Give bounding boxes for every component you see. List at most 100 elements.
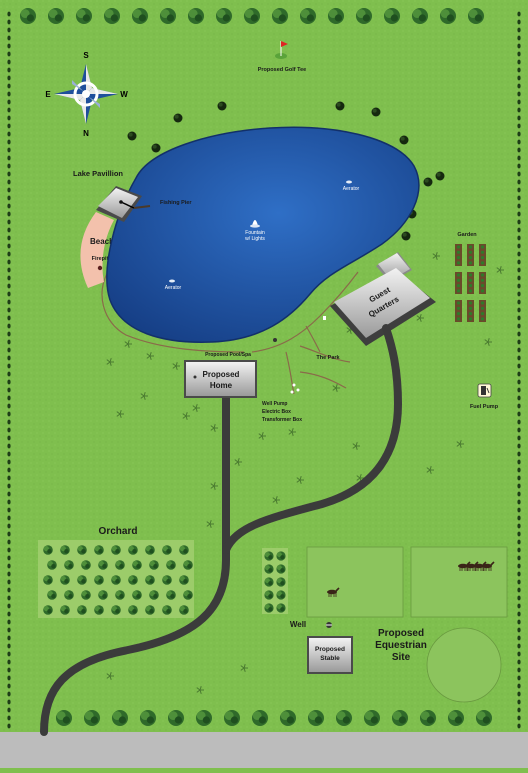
main-driveway[interactable] bbox=[40, 388, 230, 736]
orchard-tree bbox=[179, 605, 189, 615]
garden-beds[interactable] bbox=[455, 244, 486, 322]
fence-dot bbox=[7, 547, 11, 553]
aerator-top-label: Aerator bbox=[343, 186, 360, 192]
bottom-row-shrub bbox=[140, 710, 156, 726]
fountain-icon[interactable] bbox=[250, 220, 260, 228]
fence-dot bbox=[517, 595, 521, 601]
fountain-label-line1: Fountain bbox=[245, 230, 265, 236]
fence-dot bbox=[517, 107, 521, 113]
equestrian-arena[interactable] bbox=[426, 627, 502, 703]
fence-dot bbox=[7, 579, 11, 585]
fence-dot bbox=[517, 523, 521, 529]
lake[interactable] bbox=[106, 126, 420, 343]
fence-dot bbox=[7, 51, 11, 57]
orchard-tree bbox=[128, 575, 138, 585]
fence-dot bbox=[517, 99, 521, 105]
top-row-shrub bbox=[440, 8, 456, 24]
fence-dot bbox=[517, 387, 521, 393]
grove-tree bbox=[276, 577, 286, 587]
fence-dot bbox=[7, 275, 11, 281]
grass-field bbox=[0, 0, 528, 732]
fence-dot bbox=[517, 163, 521, 169]
fence-dot bbox=[7, 419, 11, 425]
orchard-tree bbox=[132, 590, 142, 600]
top-row-shrub bbox=[300, 8, 316, 24]
fence-dot bbox=[517, 403, 521, 409]
fence-dot bbox=[517, 603, 521, 609]
orchard-tree bbox=[162, 545, 172, 555]
fence-dot bbox=[7, 635, 11, 641]
garden-bed bbox=[479, 272, 486, 294]
grass-tuft bbox=[426, 466, 434, 474]
fence-dot bbox=[7, 427, 11, 433]
paddock-right[interactable] bbox=[410, 546, 508, 618]
fence-dot bbox=[517, 315, 521, 321]
fence-line-dots bbox=[7, 11, 521, 729]
utility-icons[interactable] bbox=[290, 383, 300, 394]
fence-dot bbox=[7, 83, 11, 89]
garden-bed bbox=[455, 272, 462, 294]
grove-tree bbox=[276, 564, 286, 574]
beach-area[interactable] bbox=[80, 212, 114, 288]
fuel-pump-icon[interactable] bbox=[477, 383, 492, 398]
bottom-row-shrub bbox=[280, 710, 296, 726]
fence-dot bbox=[517, 171, 521, 177]
fence-dot bbox=[7, 115, 11, 121]
aerator-top-icon[interactable] bbox=[346, 180, 352, 184]
firepit-label: Firepit bbox=[92, 256, 109, 262]
fence-dot bbox=[517, 147, 521, 153]
orchard-tree bbox=[94, 575, 104, 585]
orchard-tree bbox=[162, 575, 172, 585]
fence-dot bbox=[7, 539, 11, 545]
compass-rose: S N E W bbox=[45, 51, 128, 138]
firepit-icon[interactable] bbox=[97, 265, 103, 271]
orchard-tree bbox=[115, 590, 125, 600]
proposed-stable-building[interactable] bbox=[307, 636, 353, 674]
lake-pavillion-building[interactable] bbox=[96, 186, 142, 222]
grass-tuft bbox=[484, 338, 492, 346]
orchard-tree bbox=[98, 560, 108, 570]
guest-driveway[interactable] bbox=[222, 324, 403, 554]
fence-dot bbox=[517, 507, 521, 513]
fence-dot bbox=[517, 411, 521, 417]
paddock-left[interactable] bbox=[306, 546, 404, 618]
proposed-home-building[interactable] bbox=[184, 360, 257, 398]
orchard-tree bbox=[43, 575, 53, 585]
fence-dot bbox=[7, 243, 11, 249]
fence-dot bbox=[7, 707, 11, 713]
footpaths bbox=[101, 271, 359, 395]
fence-dot bbox=[7, 723, 11, 729]
fountain-label-line2: w/ Lights bbox=[245, 236, 265, 242]
fence-dot bbox=[517, 619, 521, 625]
grass-tuft bbox=[210, 424, 218, 432]
grove-tree bbox=[276, 551, 286, 561]
fence-dot bbox=[517, 235, 521, 241]
aerator-bottom-icon[interactable] bbox=[169, 279, 175, 283]
fence-dot bbox=[517, 291, 521, 297]
fence-dot bbox=[517, 675, 521, 681]
fence-dot bbox=[517, 227, 521, 233]
fence-dot bbox=[517, 139, 521, 145]
fence-dot bbox=[517, 571, 521, 577]
fence-dot bbox=[517, 187, 521, 193]
grass-tuft bbox=[352, 442, 360, 450]
fence-dot bbox=[517, 243, 521, 249]
top-row-shrub bbox=[244, 8, 260, 24]
fence-dot bbox=[7, 531, 11, 537]
top-row-shrub bbox=[20, 8, 36, 24]
guest-quarters-building[interactable] bbox=[330, 252, 436, 346]
fence-dot bbox=[7, 379, 11, 385]
the-park-label: The Park bbox=[316, 355, 340, 361]
orchard-tree bbox=[183, 560, 193, 570]
orchard-tree bbox=[64, 560, 74, 570]
fence-dot bbox=[7, 91, 11, 97]
grass-tuft bbox=[234, 458, 242, 466]
golf-tee-icon[interactable] bbox=[275, 41, 288, 59]
orchard-tree bbox=[179, 545, 189, 555]
bottom-row-shrub bbox=[308, 710, 324, 726]
fence-dot bbox=[7, 59, 11, 65]
orchard-tree bbox=[81, 590, 91, 600]
fishing-pier[interactable] bbox=[133, 205, 151, 209]
compass-east-label: E bbox=[45, 90, 51, 99]
